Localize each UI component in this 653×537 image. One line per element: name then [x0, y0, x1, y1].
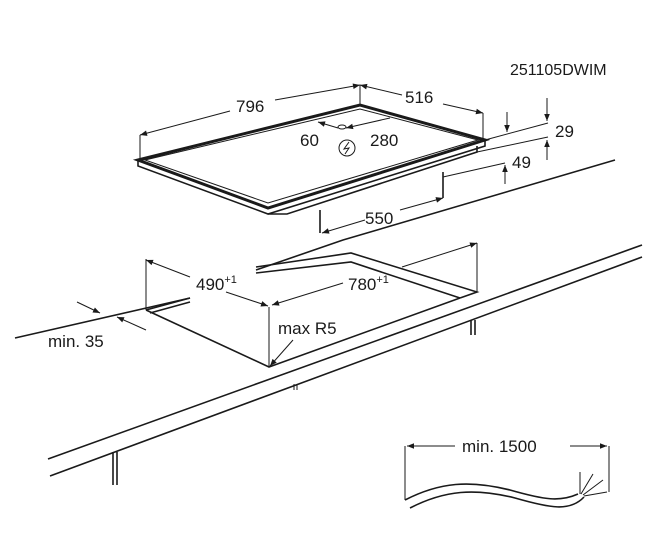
- dim-body-550: 550: [365, 209, 393, 228]
- dim-thickness-29: 29: [555, 122, 574, 141]
- dim-cutout-490: 490+1: [196, 274, 237, 294]
- lightning-icon: [338, 139, 356, 157]
- dim-cable-1500: min. 1500: [462, 437, 537, 456]
- drawing-code: 251105DWIM: [510, 62, 607, 79]
- cutout: [145, 243, 480, 368]
- dim-conn-280: 280: [370, 131, 398, 150]
- dim-depth-516: 516: [405, 88, 433, 107]
- dim-width-796: 796: [236, 97, 264, 116]
- countertop: [14, 159, 643, 485]
- lightning-bolt: [342, 141, 351, 155]
- dim-conn-60: 60: [300, 131, 319, 150]
- dim-body-49: 49: [512, 153, 531, 172]
- dim-cutout-780: 780+1: [348, 274, 389, 294]
- dim-min-35: min. 35: [48, 332, 104, 351]
- cable: [404, 446, 610, 509]
- dim-max-r5: max R5: [278, 319, 337, 338]
